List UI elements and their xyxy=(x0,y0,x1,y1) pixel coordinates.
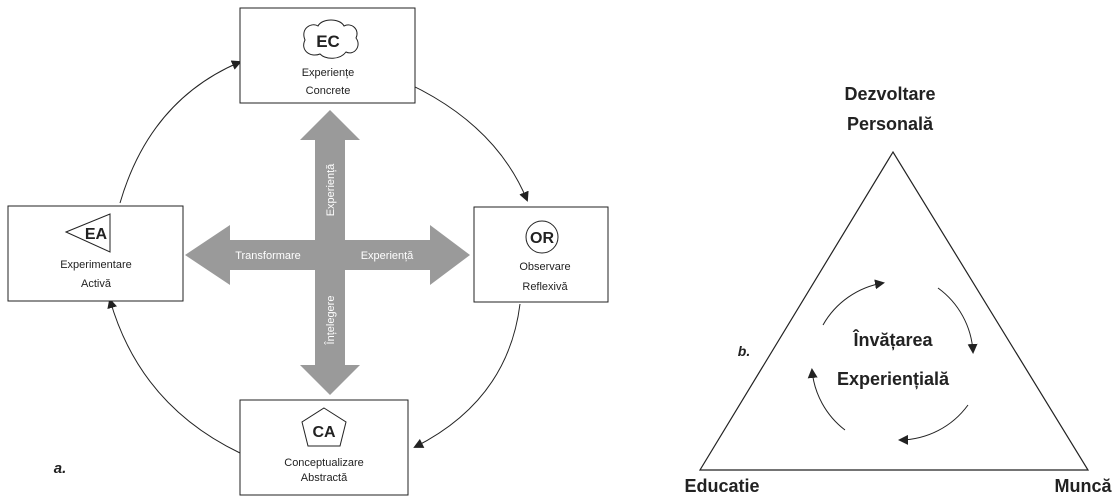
inner-arc-3 xyxy=(807,368,846,431)
cross-label-left: Transformare xyxy=(235,250,301,262)
node-or: OR Observare Reflexivă xyxy=(473,206,609,303)
node-ca-code: CA xyxy=(312,424,336,441)
node-ec-code: EC xyxy=(316,32,340,51)
node-ea-line1: Experimentare xyxy=(60,259,132,271)
node-ca-line1: Conceptualizare xyxy=(284,457,364,469)
cross-label-down: Înțelegere xyxy=(324,296,337,346)
inner-arc-2 xyxy=(898,404,969,445)
diagram-b-label: b. xyxy=(738,343,750,359)
diagram-b xyxy=(698,150,1090,471)
node-or-line2: Reflexivă xyxy=(522,281,568,293)
node-ea-triangle-shape xyxy=(64,213,111,253)
left-label: Educatie xyxy=(684,476,759,496)
node-ca-line2: Abstractă xyxy=(301,472,348,484)
node-ca-pentagon-shape xyxy=(301,407,347,447)
inner-arc-4 xyxy=(822,279,885,326)
center-label-line2: Experiențială xyxy=(837,369,950,389)
center-label-line1: Învățarea xyxy=(852,329,933,350)
node-or-code: OR xyxy=(530,230,554,247)
node-ec: EC Experiențe Concrete xyxy=(239,7,416,104)
top-label-line1: Dezvoltare xyxy=(844,84,935,104)
node-ec-blob-shape xyxy=(303,19,359,59)
diagram-a-label: a. xyxy=(54,460,67,477)
cross-label-right: Experiență xyxy=(361,250,414,262)
node-or-circle-shape xyxy=(525,220,559,254)
node-ea: EA Experimentare Activă xyxy=(7,205,184,302)
node-ec-line1: Experiențe xyxy=(302,67,355,79)
node-ec-line2: Concrete xyxy=(306,85,351,97)
cross-shape xyxy=(185,110,470,395)
top-label-line2: Personală xyxy=(847,114,934,134)
cross-label-up: Experiență xyxy=(325,163,337,216)
cross-arrows xyxy=(185,110,470,395)
right-label: Muncă xyxy=(1054,476,1112,496)
arrow-or-to-ca xyxy=(413,303,521,448)
node-ca: CA Conceptualizare Abstractă xyxy=(239,399,409,496)
triangle-shape xyxy=(698,150,1090,471)
node-ea-code: EA xyxy=(85,226,108,243)
node-ea-line2: Activă xyxy=(81,278,112,290)
arrow-ca-to-ea xyxy=(107,298,241,454)
node-or-line1: Observare xyxy=(519,261,570,273)
arrow-ea-to-ec xyxy=(119,60,242,204)
inner-arc-1 xyxy=(937,287,978,354)
